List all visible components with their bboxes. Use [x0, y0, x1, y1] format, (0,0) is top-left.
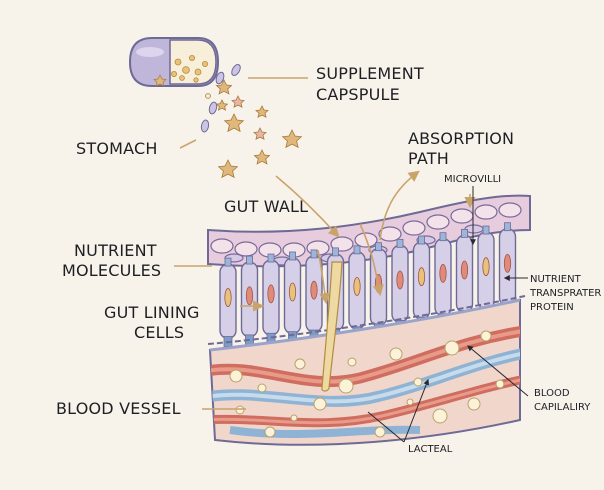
capsule-granules: [170, 55, 208, 83]
fat-droplets: [229, 330, 505, 438]
leader-lines: [174, 77, 529, 443]
gut-lining-cell: [348, 245, 366, 338]
label-stomach: STOMACH: [76, 139, 158, 158]
label-nutrient-transporter-1: NUTRIENT: [530, 274, 582, 285]
label-absorption-path-2: PATH: [408, 149, 449, 168]
label-gut-wall: GUT WALL: [224, 197, 308, 216]
label-blood-capillary-1: BLOOD: [534, 388, 570, 399]
lacteal: [321, 261, 343, 392]
label-nutrient-transporter-2: TRANSPRATER: [529, 288, 601, 299]
gut-lining-cell: [283, 251, 302, 343]
label-lacteal: LACTEAL: [408, 444, 453, 455]
basement-membrane: [207, 295, 526, 345]
falling-particles: [200, 64, 303, 179]
absorption-arrows: [240, 170, 476, 312]
blood-tissue-layer: [208, 298, 521, 446]
gut-lining-cell: [262, 253, 280, 344]
gut-lining-cell: [305, 249, 323, 341]
label-gut-lining-cells-1: GUT LINING: [104, 303, 200, 322]
gut-lining-cell: [240, 255, 259, 346]
label-blood-capillary-2: CAPILALIRY: [534, 402, 591, 413]
label-absorption-path-1: ABSORPTION: [408, 129, 514, 148]
label-blood-vessel: BLOOD VESSEL: [56, 399, 181, 418]
label-microvilli: MICROVILLI: [444, 174, 501, 185]
label-nutrient-molecules-2: MOLECULES: [62, 261, 161, 280]
gut-lining-cell: [391, 238, 409, 331]
label-nutrient-molecules-1: NUTRIENT: [74, 241, 157, 260]
gut-lining-cell: [412, 235, 431, 328]
supplement-capsule: [128, 37, 220, 87]
gut-lining-cell: [219, 257, 237, 347]
label-supplement-capsule-1: SUPPLEMENT: [316, 64, 424, 83]
label-nutrient-transporter-3: PROTEIN: [530, 302, 574, 313]
label-gut-lining-cells-2: CELLS: [134, 323, 184, 342]
label-supplement-capsule-2: CAPSPULE: [316, 85, 400, 104]
